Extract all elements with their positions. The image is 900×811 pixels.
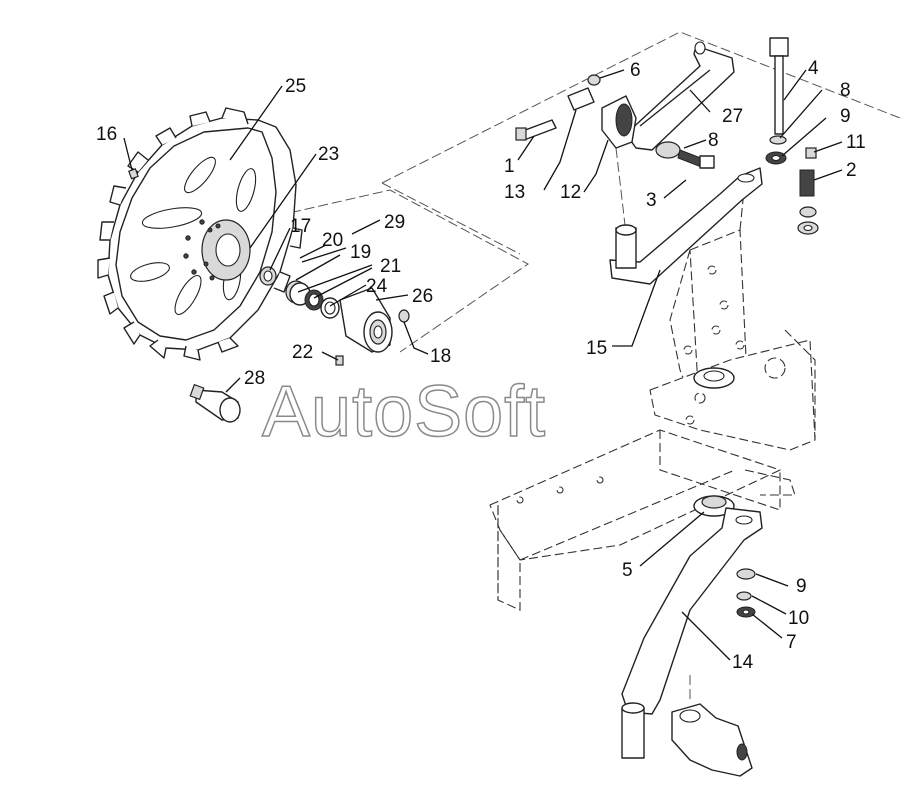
lower-arm-14	[621, 507, 763, 777]
callout-20: 20	[322, 230, 343, 251]
bolt-16	[128, 168, 139, 180]
upper-arm-assembly	[515, 37, 819, 285]
leader-lines	[123, 69, 843, 661]
callout-28: 28	[244, 368, 265, 389]
callout-9-top: 9	[840, 106, 851, 127]
callout-2: 2	[846, 160, 857, 181]
hub-assembly	[259, 244, 410, 366]
callout-12: 12	[560, 182, 581, 203]
callout-8-top: 8	[840, 80, 851, 101]
callout-16: 16	[96, 124, 117, 145]
watermark: AutoSoft	[262, 372, 546, 452]
callout-29: 29	[384, 212, 405, 233]
callout-13: 13	[504, 182, 525, 203]
callout-21: 21	[380, 256, 401, 277]
callout-8-mid: 8	[708, 130, 719, 151]
main-frame-outline	[489, 179, 816, 611]
callout-14: 14	[732, 652, 754, 673]
callout-19: 19	[350, 242, 371, 263]
callout-labels: 25 23 16 29 17 20 19 21 24 26 18 22 28 6…	[96, 58, 866, 673]
callout-9-bottom: 9	[796, 576, 807, 597]
callout-17: 17	[290, 216, 311, 237]
callout-6: 6	[630, 60, 641, 81]
callout-23: 23	[318, 144, 339, 165]
callout-11: 11	[846, 132, 866, 153]
callout-15: 15	[586, 338, 607, 359]
callout-18: 18	[430, 346, 451, 367]
callout-22: 22	[292, 342, 313, 363]
callout-10: 10	[788, 608, 809, 629]
callout-3: 3	[646, 190, 657, 211]
toothed-disc-25	[97, 107, 303, 361]
spindle-28	[189, 383, 241, 423]
callout-5: 5	[622, 560, 633, 581]
callout-26: 26	[412, 286, 433, 307]
callout-25: 25	[285, 76, 306, 97]
callout-24: 24	[366, 276, 388, 297]
callout-27: 27	[722, 106, 743, 127]
center-parts	[693, 367, 735, 517]
callout-7: 7	[786, 632, 797, 653]
callout-1: 1	[504, 156, 515, 177]
callout-4: 4	[808, 58, 819, 79]
